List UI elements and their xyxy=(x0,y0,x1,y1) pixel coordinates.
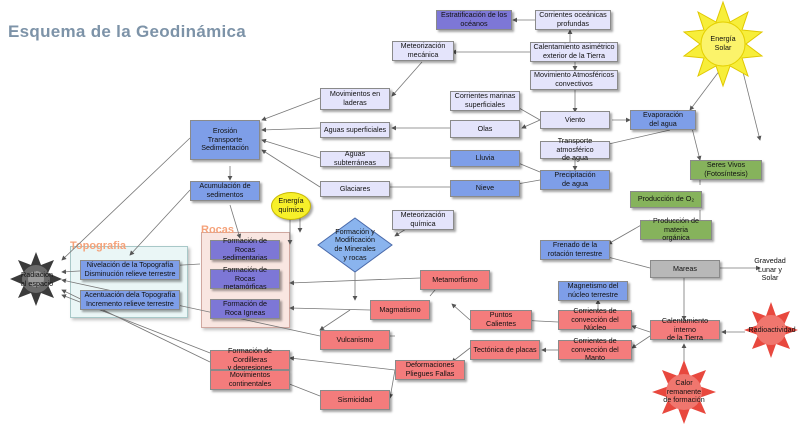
movimientos-atmosfericos-node: Movimiento Atmosféricos convectivos xyxy=(530,70,618,90)
corrientes-nucleo-node: Corrientes de convección del Núcleo xyxy=(558,306,632,332)
movimientos-laderas-node: Movimientos en laderas xyxy=(320,88,390,110)
magnetismo-node: Magnetismo del núcleo terrestre xyxy=(558,281,628,301)
aguas-subterraneas-node: Aguas subterráneas xyxy=(320,150,390,167)
glaciares-node: Glaciares xyxy=(320,181,390,197)
deformaciones-node: Deformaciones Pliegues Fallas xyxy=(395,360,465,380)
aguas-superficiales-node: Aguas superficiales xyxy=(320,122,390,138)
nieve-node: Nieve xyxy=(450,180,520,197)
formacion-metamorficas-node: Formación de Rocas metamórficas xyxy=(210,265,280,291)
movimientos-continentales-node: Movimientos continentales xyxy=(210,370,290,390)
metamorfismo-node: Metamorfismo xyxy=(420,270,490,290)
radioactividad-node: Radioactividad xyxy=(748,324,796,334)
magmatismo-node: Magmatismo xyxy=(370,300,430,320)
formacion-minerales-node: Formación y Modificación de Minerales y … xyxy=(334,226,376,262)
seres-vivos-node: Seres Vivos (Fotosíntesis) xyxy=(690,160,762,180)
produccion-o2-node: Producción de O₂ xyxy=(630,191,702,208)
lluvia-node: Lluvia xyxy=(450,150,520,167)
corrientes-oceanicas-node: Corrientes oceánicas profundas xyxy=(535,10,611,30)
rocas-label: Rocas xyxy=(201,224,235,236)
energia-quimica-node: Energía química xyxy=(271,192,311,220)
corrientes-marinas-node: Corrientes marinas superficiales xyxy=(450,91,520,111)
puntos-calientes-node: Puntos Calientes xyxy=(470,310,532,330)
formacion-cordilleras-node: Formación de Cordilleras y depresiones xyxy=(210,346,290,372)
acumulacion-node: Acumulación de sedimentos xyxy=(190,181,260,201)
transporte-atmosferico-node: Transporte atmosférico de agua xyxy=(540,136,610,162)
precipitacion-node: Precipitación de agua xyxy=(540,170,610,190)
vulcanismo-node: Vulcanismo xyxy=(320,330,390,350)
tectonica-node: Tectónica de placas xyxy=(470,340,540,360)
evaporacion-node: Evaporación del agua xyxy=(630,110,696,130)
energia-solar-node: Energía Solar xyxy=(710,34,736,52)
nivelacion-node: Nivelación de la Topografía Disminución … xyxy=(80,260,180,280)
produccion-materia-node: Producción de materia orgánica xyxy=(640,216,712,242)
meteorizacion-quimica-node: Meteorización química xyxy=(392,210,454,230)
calor-remanente-node: Calor remanente de formación xyxy=(663,378,705,405)
frenado-node: Frenado de la rotación terrestre xyxy=(540,240,610,260)
calentamiento-interno-node: Calentamiento interno de la Tierra xyxy=(650,316,720,342)
topografia-label: Topografia xyxy=(70,240,127,252)
formacion-sedimentarias-node: Formación de Rocas sedimentarias xyxy=(210,236,280,262)
meteorizacion-mecanica-node: Meteorización mecánica xyxy=(392,41,454,61)
sismicidad-node: Sismicidad xyxy=(320,390,390,410)
calentamiento-asimetrico-node: Calentamiento asimétrico exterior de la … xyxy=(530,42,618,62)
estratificacion-node: Estratificación de los océanos xyxy=(436,10,512,30)
diagram-title: Esquema de la Geodinámica xyxy=(8,22,247,41)
olas-node: Olas xyxy=(450,120,520,138)
acentuacion-node: Acentuación dela Topografía Incremento r… xyxy=(80,290,180,310)
gravedad-node: Gravedad Lunar y Solar xyxy=(754,256,786,283)
mareas-node: Mareas xyxy=(650,260,720,278)
corrientes-manto-node: Corrientes de convección del Manto xyxy=(558,336,632,362)
formacion-igneas-node: Formación de Roca Igneas xyxy=(210,299,280,319)
erosion-node: Erosión Transporte Sedimentación xyxy=(190,120,260,160)
radiacion-node: Radiación al espacio xyxy=(20,270,54,288)
viento-node: Viento xyxy=(540,111,610,129)
